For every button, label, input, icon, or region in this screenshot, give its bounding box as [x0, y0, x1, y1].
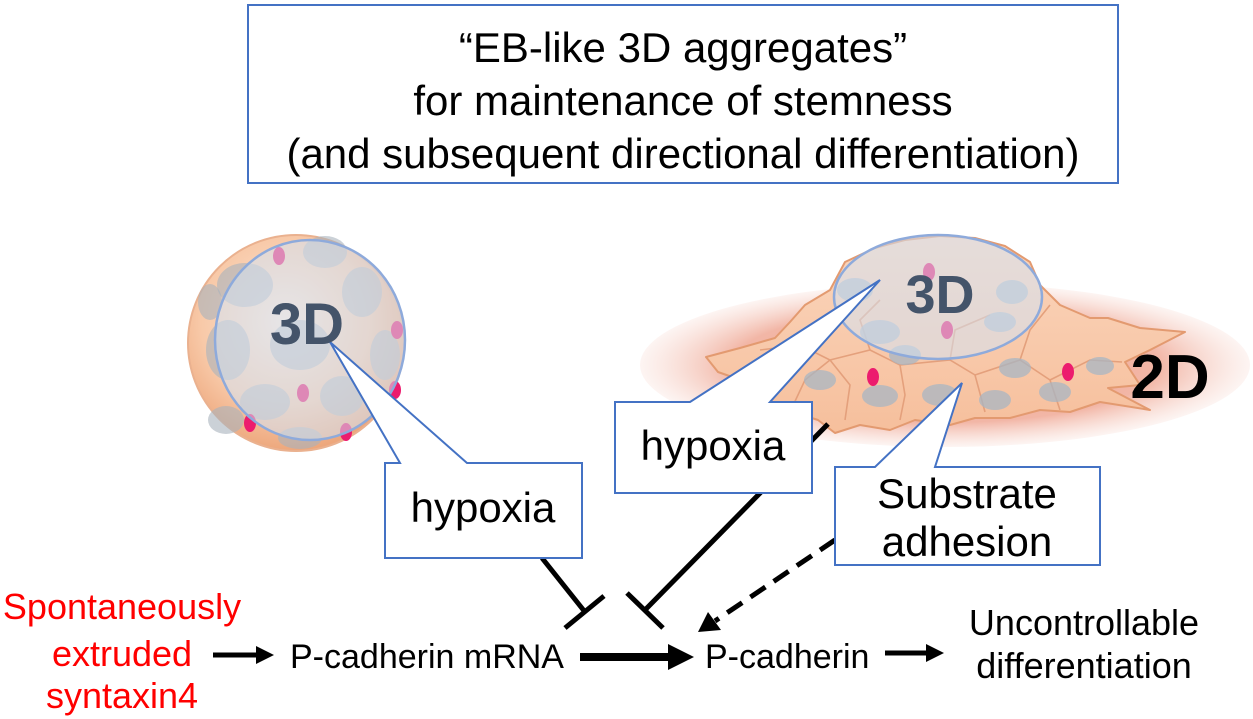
cell-nucleus	[999, 358, 1031, 378]
cell-nucleus	[1086, 357, 1114, 375]
inhibit-bar-right	[625, 591, 665, 630]
source-line-3: syntaxin4	[46, 675, 198, 716]
source-line-1: Spontaneously	[3, 586, 241, 627]
cell-nucleus	[804, 370, 836, 390]
callout-substrate-adhesion: Substrate adhesion	[834, 382, 1101, 566]
header-box: “EB-like 3D aggregates” for maintenance …	[247, 4, 1119, 184]
callout-substrate-shape	[834, 382, 1101, 566]
callout-hypoxia-left-label: hypoxia	[411, 484, 556, 531]
callout-substrate-line-1: Substrate	[877, 470, 1057, 517]
pathway-outcome: Uncontrollable differentiation	[969, 602, 1199, 686]
cell-boundary	[899, 359, 986, 413]
cell-boundary	[1019, 304, 1051, 361]
dashed-arrow-substrate	[713, 537, 837, 624]
callout-substrate-line-2: adhesion	[882, 518, 1052, 565]
header-line-2: for maintenance of stemness	[413, 77, 952, 124]
header-line-3: (and subsequent directional differentiat…	[286, 130, 1079, 177]
node-mrna: P-cadherin mRNA	[290, 638, 564, 676]
dashed-arrow-head	[698, 612, 721, 632]
sheet-3d-region	[832, 233, 1044, 361]
sheet-3d-label: 3D	[905, 265, 974, 325]
pink-marker	[1062, 363, 1074, 381]
callout-hypoxia-right-label: hypoxia	[641, 422, 786, 469]
callout-hypoxia-right-shape	[614, 279, 881, 494]
cell-nucleus	[198, 284, 222, 320]
cell-nucleus	[979, 390, 1011, 410]
header-line-1: “EB-like 3D aggregates”	[459, 24, 907, 71]
outcome-line-2: differentiation	[976, 645, 1192, 686]
inhibit-bar-left	[563, 594, 606, 630]
outcome-line-1: Uncontrollable	[969, 602, 1199, 643]
node-protein: P-cadherin	[705, 638, 869, 676]
aggregate-3d-label: 3D	[270, 292, 344, 357]
cell-nucleus	[862, 385, 898, 407]
arrow-protein-to-outcome-head	[926, 644, 944, 662]
pathway-source: Spontaneously extruded syntaxin4	[3, 586, 241, 716]
callout-hypoxia-right: hypoxia	[614, 279, 881, 494]
inhibit-line-left	[540, 556, 587, 614]
callout-hypoxia-left-shape	[329, 341, 583, 559]
callout-hypoxia-left: hypoxia	[329, 341, 583, 559]
pink-marker	[867, 368, 879, 386]
source-line-2: extruded	[52, 633, 192, 674]
cell-nucleus	[1039, 382, 1071, 402]
arrow-source-to-mrna-head	[256, 646, 274, 664]
sheet-2d-label: 2D	[1130, 343, 1209, 412]
cell-nucleus	[208, 406, 244, 434]
arrow-mrna-to-protein-head	[668, 644, 694, 670]
header-box-frame	[247, 4, 1119, 184]
